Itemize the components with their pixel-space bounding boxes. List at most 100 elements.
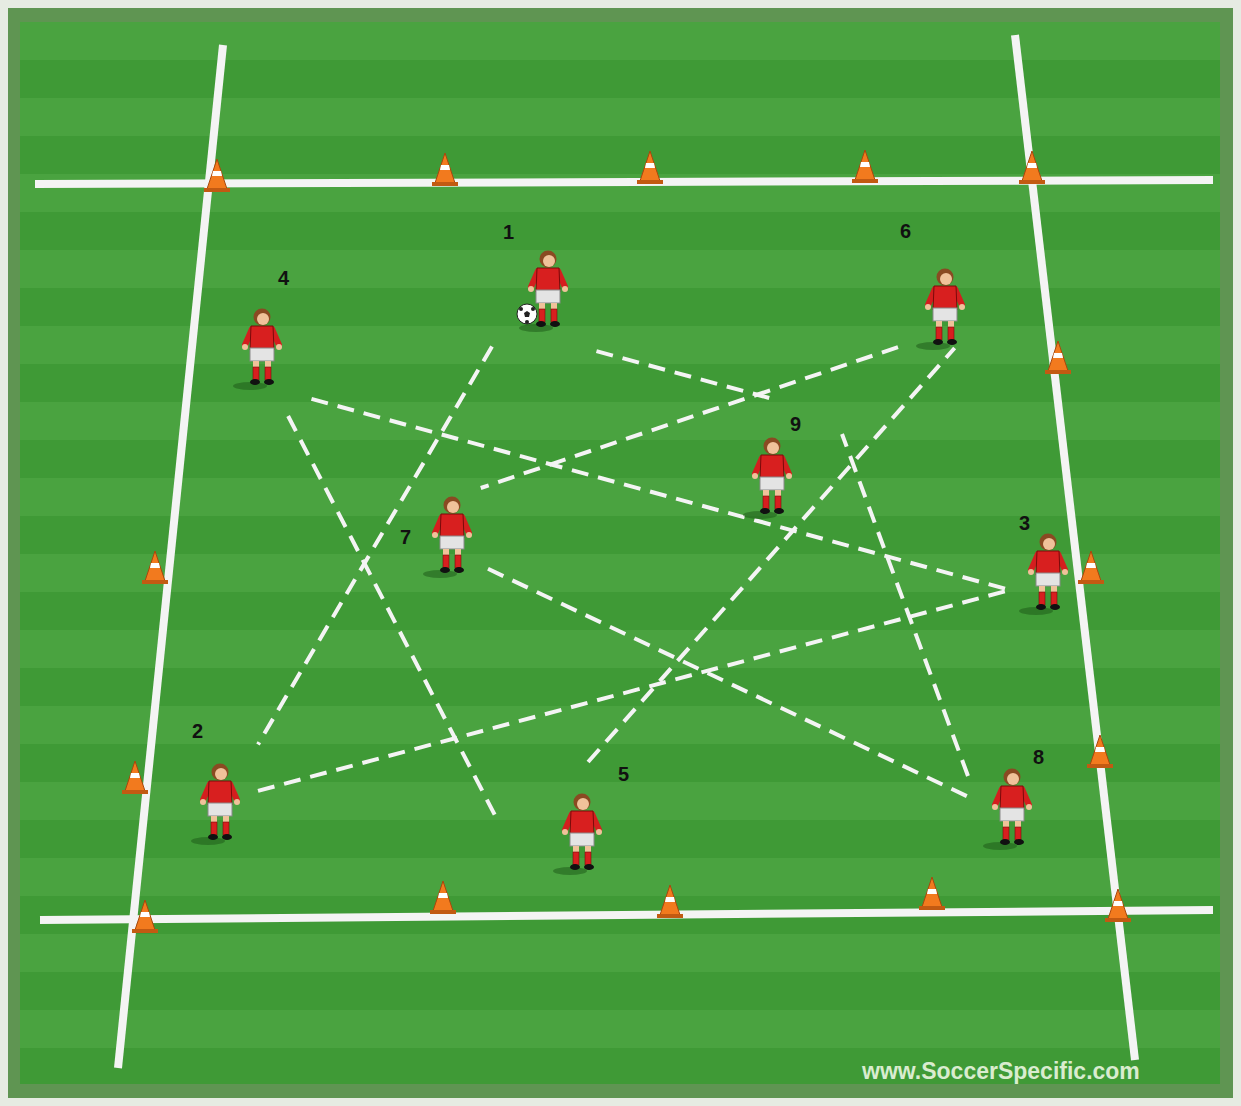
cone	[204, 159, 230, 192]
cone	[132, 900, 158, 933]
player-node: 9	[745, 398, 842, 514]
grass-stripe	[20, 1010, 1220, 1048]
ball-body	[517, 304, 537, 324]
player-node: 3	[1005, 512, 1079, 618]
player-illustration	[983, 769, 1032, 851]
player-number: 1	[503, 222, 514, 242]
ball-patch	[531, 307, 535, 311]
player-illustration	[423, 497, 472, 579]
cone	[430, 881, 456, 914]
grass-stripe	[20, 934, 1220, 972]
cone	[657, 885, 683, 918]
cone-stripe	[665, 897, 675, 902]
player-number: 8	[1033, 747, 1044, 767]
grass-stripe	[20, 402, 1220, 440]
player-number: 4	[278, 268, 289, 288]
grass-stripe	[20, 630, 1220, 668]
pass-line	[303, 397, 1005, 589]
pass-line	[288, 416, 495, 815]
frame-border	[8, 8, 1233, 1098]
cone-stripe	[1095, 747, 1105, 752]
player-node: 7	[396, 488, 488, 580]
player-node: 4	[235, 264, 303, 416]
cone-base	[637, 180, 663, 184]
cone	[852, 150, 878, 183]
cone-body	[922, 877, 942, 907]
cone-body	[125, 761, 145, 791]
player-node: 8	[968, 745, 1048, 855]
cone-base	[1105, 918, 1131, 922]
watermark: www.SoccerSpecific.com	[862, 1058, 1140, 1085]
cone-stripe	[140, 912, 150, 917]
grass-stripe	[20, 782, 1220, 820]
cone	[1078, 551, 1104, 584]
cone-body	[1081, 551, 1101, 581]
cone-stripe	[1113, 901, 1123, 906]
cone-body	[435, 153, 455, 183]
cone-base	[852, 179, 878, 183]
pass-line	[588, 348, 955, 762]
cone-base	[430, 910, 456, 914]
player-illustration	[233, 309, 282, 391]
cones	[122, 150, 1131, 933]
player-figure	[235, 264, 303, 416]
cone-body	[640, 151, 660, 181]
pitch-line	[118, 45, 223, 1068]
cone	[919, 877, 945, 910]
cone-base	[1019, 180, 1045, 184]
cone-body	[660, 885, 680, 915]
player-figure	[1005, 512, 1079, 618]
player-illustration	[916, 269, 965, 351]
pass-line	[488, 569, 968, 797]
player-illustration	[743, 438, 792, 520]
cone	[142, 551, 168, 584]
cone-stripe	[1086, 563, 1096, 568]
player-number: 9	[790, 414, 801, 434]
cone-stripe	[438, 893, 448, 898]
player-illustration	[553, 794, 602, 876]
cone-stripe	[1053, 353, 1063, 358]
cone-stripe	[150, 563, 160, 568]
player-node: 6	[898, 218, 982, 348]
cone	[432, 153, 458, 186]
cone-base	[657, 914, 683, 918]
cone-base	[1045, 370, 1071, 374]
player-number: 3	[1019, 513, 1030, 533]
ball-patch	[525, 320, 529, 324]
cone-body	[135, 900, 155, 930]
cone-body	[1048, 341, 1068, 371]
cone-body	[1022, 151, 1042, 181]
grass-stripes	[20, 22, 1220, 1084]
player-number: 7	[400, 527, 411, 547]
grass-stripe	[20, 706, 1220, 744]
player-illustration	[1019, 534, 1068, 616]
cone	[1087, 735, 1113, 768]
grass	[20, 22, 1220, 1084]
player-figure	[495, 762, 635, 880]
pass-line	[258, 347, 492, 745]
cone-base	[122, 790, 148, 794]
grass-stripe	[20, 858, 1220, 896]
cone-body	[855, 150, 875, 180]
cone	[1105, 889, 1131, 922]
cone-stripe	[212, 171, 222, 176]
cone-base	[919, 906, 945, 910]
player-node: 1	[492, 218, 592, 352]
cone-base	[1078, 580, 1104, 584]
cone-base	[432, 182, 458, 186]
ball-patch	[524, 311, 530, 317]
pitch-lines	[35, 35, 1213, 1068]
cone-body	[1108, 889, 1128, 919]
player-illustration	[519, 251, 568, 333]
grass-stripe	[20, 326, 1220, 364]
player-node: 2	[188, 718, 258, 848]
cone-stripe	[440, 165, 450, 170]
player-number: 6	[900, 221, 911, 241]
grass-stripe	[20, 478, 1220, 516]
cone-stripe	[860, 162, 870, 167]
pitch-line	[40, 910, 1213, 920]
